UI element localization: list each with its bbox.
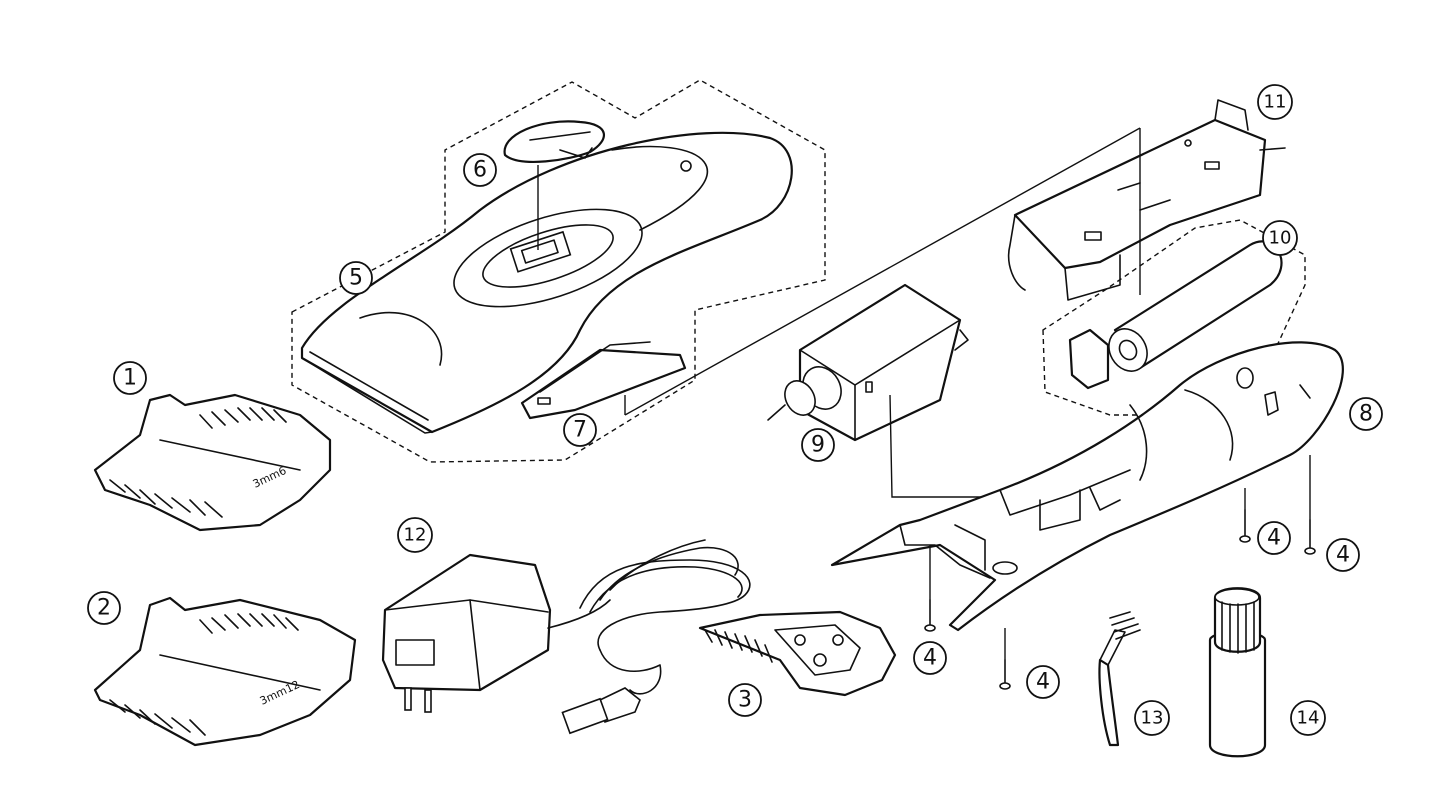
callout-11-label: 11 bbox=[1264, 92, 1287, 113]
callout-4b: 4 bbox=[1026, 665, 1060, 699]
callout-2-label: 2 bbox=[97, 596, 111, 621]
callout-4d-label: 4 bbox=[1336, 543, 1350, 568]
callout-2: 2 bbox=[87, 591, 121, 625]
callout-1-label: 1 bbox=[123, 366, 137, 391]
callout-6: 6 bbox=[463, 153, 497, 187]
callout-8: 8 bbox=[1349, 397, 1383, 431]
callout-7-label: 7 bbox=[573, 418, 587, 443]
lower-housing bbox=[830, 341, 1344, 632]
oil-bottle bbox=[1208, 587, 1267, 758]
callout-11: 11 bbox=[1257, 84, 1293, 120]
callout-13-label: 13 bbox=[1141, 708, 1164, 729]
screw-c bbox=[1239, 488, 1251, 543]
callout-12-label: 12 bbox=[404, 525, 427, 546]
callout-8-label: 8 bbox=[1359, 402, 1373, 427]
group-outline-housing bbox=[291, 79, 826, 463]
callout-4a: 4 bbox=[913, 641, 947, 675]
blade-assembly bbox=[698, 610, 897, 697]
screw-a bbox=[924, 545, 936, 632]
callout-14: 14 bbox=[1290, 700, 1326, 736]
group-outline-battery bbox=[1042, 219, 1306, 416]
callout-9-label: 9 bbox=[811, 433, 825, 458]
callout-6-label: 6 bbox=[473, 158, 487, 183]
motor bbox=[767, 283, 1011, 540]
callout-14-label: 14 bbox=[1297, 708, 1320, 729]
screw-d bbox=[1304, 455, 1316, 555]
ac-adapter bbox=[381, 539, 751, 735]
callout-3-label: 3 bbox=[738, 688, 752, 713]
callout-5: 5 bbox=[339, 261, 373, 295]
comb-attachment-small: 3mm6 bbox=[93, 393, 332, 532]
callout-4c-label: 4 bbox=[1267, 526, 1281, 551]
upper-housing bbox=[300, 131, 793, 434]
comb-attachment-large: 3mm12 bbox=[93, 596, 357, 747]
callout-4d: 4 bbox=[1326, 538, 1360, 572]
battery-holder bbox=[1007, 99, 1286, 301]
callout-9: 9 bbox=[801, 428, 835, 462]
callout-5-label: 5 bbox=[349, 266, 363, 291]
callout-4a-label: 4 bbox=[923, 646, 937, 671]
switch-slider bbox=[520, 127, 1141, 420]
callout-13: 13 bbox=[1134, 700, 1170, 736]
callout-12: 12 bbox=[397, 517, 433, 553]
callout-4c: 4 bbox=[1257, 521, 1291, 555]
callout-1: 1 bbox=[113, 361, 147, 395]
switch-knob bbox=[503, 120, 606, 250]
callout-10-label: 10 bbox=[1269, 228, 1292, 249]
cleaning-brush bbox=[1098, 611, 1141, 747]
callout-4b-label: 4 bbox=[1036, 670, 1050, 695]
callout-7: 7 bbox=[563, 413, 597, 447]
screw-b bbox=[999, 628, 1011, 690]
callout-10: 10 bbox=[1262, 220, 1298, 256]
callout-3: 3 bbox=[728, 683, 762, 717]
